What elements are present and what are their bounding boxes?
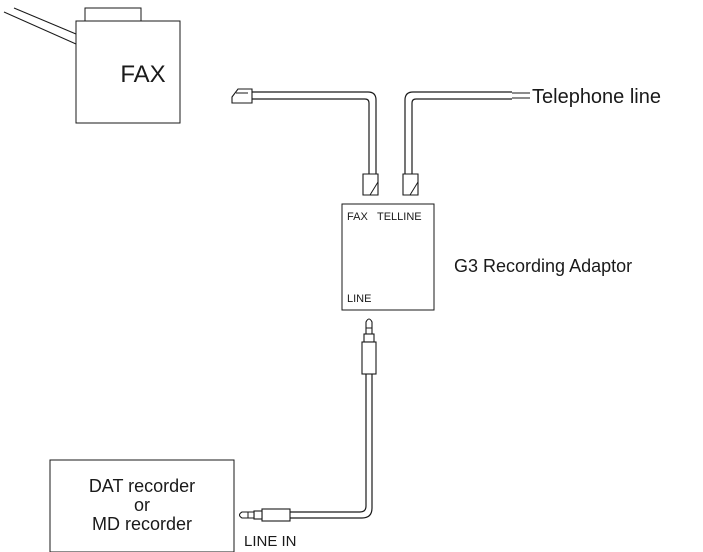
tel-jack-clip [409,181,419,196]
adaptor-body [341,203,435,311]
fax-body [75,20,181,124]
fax-machine: FAX [3,7,181,124]
fax-modular-plug [231,88,253,104]
tel-cable-inner [411,98,512,174]
linein-plug-body [261,508,291,522]
line-jack-body [361,341,377,375]
fax-cable [231,88,379,196]
fax-jack-plug [362,173,379,196]
recorder-line-2: or [134,495,150,515]
adaptor-port-telline: TELLINE [377,211,422,223]
recorder: DAT recorder or MD recorder LINE IN [49,459,297,552]
telephone-line-label: Telephone line [532,86,661,108]
linein-plug-tip [238,511,255,519]
adaptor-port-line: LINE [347,293,371,305]
recorder-line-3: MD recorder [92,514,192,534]
linein-plug-sleeve [253,510,263,520]
fax-cable-inner [252,98,370,174]
audio-cable [238,318,377,522]
line-jack-sleeve [363,333,375,343]
fax-paper-line-1 [3,11,77,45]
fax-paper-line-2 [13,7,77,35]
adaptor-port-fax: FAX [347,211,368,223]
recorder-line-1: DAT recorder [89,476,195,496]
tel-cable-outer [404,91,512,174]
audio-cable-inner [290,374,367,513]
fax-top-tray [84,7,142,22]
fax-jack-clip [369,181,379,196]
recorder-body [49,459,235,552]
line-in-label: LINE IN [244,533,297,550]
adaptor-name: G3 Recording Adaptor [454,256,632,276]
fax-label: FAX [120,61,165,88]
telephone-cable: Telephone line [402,86,661,196]
tel-jack-plug [402,173,419,196]
recording-adaptor: FAX TELLINE LINE G3 Recording Adaptor [341,203,632,311]
fax-cable-outer [252,91,377,174]
audio-cable-outer [290,374,373,519]
line-jack-tip [365,318,373,335]
